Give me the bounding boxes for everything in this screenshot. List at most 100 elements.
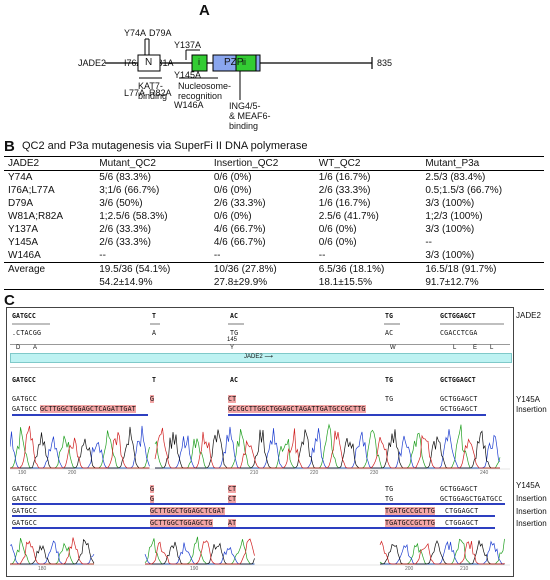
g2-r1-b: G (150, 485, 155, 493)
cell: 6.5/36 (18.1%) (314, 262, 422, 276)
ref-bottom-3: TG (230, 329, 239, 337)
ref-bottom-2: A (152, 329, 157, 337)
trace-line (10, 426, 150, 469)
ref-bottom-1: .CTACGG (12, 329, 42, 337)
chromatogram-2 (10, 536, 510, 566)
mutation-label: R82A (149, 88, 172, 98)
cell: 0/6 (0%) (318, 224, 357, 235)
table-header-row: JADE2 Mutant_QC2 Insertion_QC2 WT_QC2 Mu… (4, 156, 544, 171)
table-title: QC2 and P3a mutagenesis via SuperFi II D… (22, 140, 308, 152)
cell: D79A (8, 198, 34, 209)
cell (4, 276, 96, 290)
cell: 3/6 (50%) (99, 198, 143, 209)
header-cell: Mutant_QC2 (95, 156, 210, 171)
cell: 2/6 (33.3%) (213, 198, 266, 209)
domain-pzp-label: PZP (224, 57, 244, 68)
cell: -- (318, 250, 326, 261)
cell: 2/6 (33.3%) (318, 185, 371, 196)
divider (10, 367, 510, 368)
alignment-viewer (6, 307, 514, 577)
header-cell: WT_QC2 (314, 156, 422, 171)
chromatogram-2-ticks: 180 190 200 210 (38, 566, 469, 572)
g2-r3-d: TGATGCCGCTTG (385, 507, 436, 515)
mutation-label: D79A (149, 28, 172, 38)
panel-a-letter: A (199, 2, 210, 19)
read-underline (12, 527, 495, 529)
domain-n-label: N (145, 57, 153, 68)
trace-line (380, 540, 505, 565)
domain-diagram (105, 38, 373, 100)
cell: 1/6 (16.7%) (318, 172, 371, 183)
cell: W146A (8, 250, 41, 261)
aa-track-line (10, 344, 510, 345)
consensus-seg-2: T (152, 376, 156, 384)
cell: 2/6 (33.3%) (99, 224, 151, 235)
cell: 18.1±15.5% (314, 276, 422, 290)
cell: 2.5/6 (41.7%) (318, 211, 379, 222)
g1-r2-e: GCTGGAGCT (440, 405, 478, 413)
ref-bottom-5: CGACCTCGA (440, 329, 478, 337)
header-cell: JADE2 (4, 156, 96, 171)
cell: 0/6 (0%) (213, 211, 252, 222)
cell: Y137A (8, 224, 39, 235)
domain-i-label: i (198, 57, 200, 67)
kat7-label: KAT7- binding (138, 81, 168, 101)
header-cell: Insertion_QC2 (209, 156, 315, 171)
consensus-seg-3: AC (230, 376, 238, 384)
g1-r2-label: Insertion (516, 405, 547, 414)
trace-line (10, 537, 94, 565)
g2-r4-d: TGATGCCGCTTG (385, 519, 436, 527)
g2-r1-e: GCTGGAGCT (440, 485, 478, 493)
g1-r1-c: CT (228, 395, 237, 403)
cell: W81A;R82A (8, 211, 64, 222)
g2-r4-m2: AT (228, 519, 237, 527)
mutation-label: W146A (174, 100, 204, 110)
ref-seg-4: TG (385, 312, 393, 320)
cell: 54.2±14.9% (95, 276, 210, 290)
g2-r1-a: GATGCC (12, 485, 38, 493)
g2-r3-label: Insertion (516, 507, 547, 516)
g1-r2-a: GATGCC (12, 405, 38, 413)
g2-r3-e: CTGGAGCT (445, 507, 479, 515)
domain-ii-label: ii (242, 57, 246, 67)
g2-r2-d: TG (385, 495, 394, 503)
cell: 27.8±29.9% (209, 276, 315, 290)
cell: Average (4, 262, 96, 276)
panel-b-letter: B (4, 138, 15, 155)
g2-r4-label: Insertion (516, 519, 547, 528)
consensus-seg-4: TG (385, 376, 393, 384)
cell: 2/6 (33.3%) (99, 237, 151, 248)
aa-letter: L (490, 345, 494, 351)
cell: -- (213, 250, 221, 261)
domain-n (137, 54, 161, 72)
read-underline (12, 503, 505, 505)
g1-r1-b: G (150, 395, 155, 403)
ref-seg-5: GCTGGAGCT (440, 312, 476, 320)
ref-seg-3: AC (230, 312, 238, 320)
g2-r1-d: TG (385, 485, 394, 493)
g2-r4-e: CTGGAGCT (445, 519, 479, 527)
chromatogram-1 (10, 423, 510, 470)
feature-bar (10, 353, 512, 363)
aa-letter: L (453, 345, 457, 351)
g2-r4-m: GCTTGGCTGGAGCTG (150, 519, 213, 527)
trace-line (380, 540, 505, 565)
aa-letter: A (33, 345, 38, 351)
g2-r2-b: G (150, 495, 155, 503)
g1-r1-a: GATGCC (12, 395, 38, 403)
cell: 3/3 (100%) (425, 224, 475, 235)
cell: 3;1/6 (66.7%) (99, 185, 160, 196)
cell: 4/6 (66.7%) (213, 237, 266, 248)
aa-letter: D (16, 345, 21, 351)
residue-number: 145 (227, 337, 238, 343)
chromatogram-1-ticks: 190 200 210 220 230 240 (18, 470, 489, 476)
g1-r2-c: GCCGCTTGGCTGGAGCTAGATTGATGCCGCTTG (228, 405, 366, 413)
cell: Y74A (8, 172, 33, 183)
trace-line (379, 540, 505, 565)
trace-line (154, 427, 500, 469)
